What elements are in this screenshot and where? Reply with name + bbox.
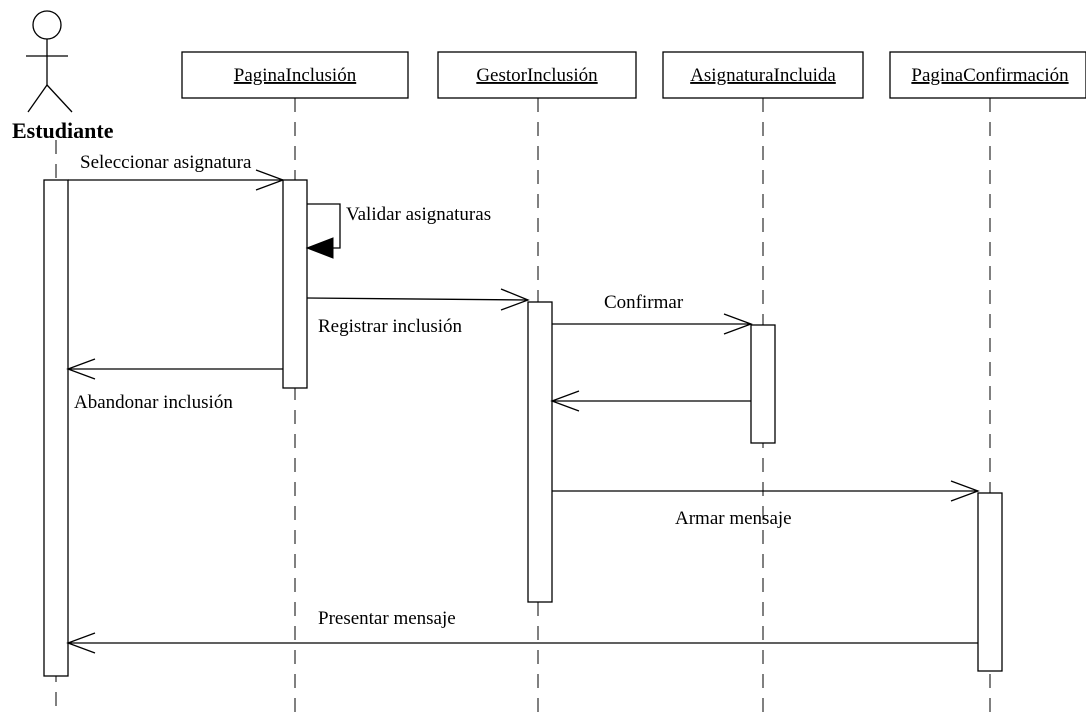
actor-figure-icon [26, 10, 73, 113]
object-box-pagina-confirmacion [889, 51, 1086, 99]
message-label-seleccionar: Seleccionar asignatura [80, 152, 252, 173]
message-label-confirmar: Confirmar [604, 292, 684, 313]
message-label-abandonar: Abandonar inclusión [74, 392, 233, 413]
activation-pagina-inclusion [282, 179, 308, 389]
message-confirmar-return [550, 390, 751, 412]
message-label-armar: Armar mensaje [675, 508, 792, 529]
object-box-gestor-inclusion [437, 51, 637, 99]
message-label-presentar: Presentar mensaje [318, 608, 456, 629]
activation-gestor-inclusion [527, 301, 553, 603]
activation-pagina-confirmacion [977, 492, 1003, 672]
message-registrar [306, 288, 530, 311]
object-label-pagina-inclusion: PaginaInclusión [234, 65, 357, 86]
object-label-pagina-confirmacion: PaginaConfirmación [911, 65, 1069, 86]
message-validar-self [305, 203, 341, 259]
message-presentar [66, 632, 978, 654]
object-box-asignatura-incluida [662, 51, 864, 99]
message-label-validar: Validar asignaturas [346, 204, 491, 225]
activation-estudiante [43, 179, 69, 677]
message-armar [552, 480, 980, 502]
message-confirmar [552, 313, 753, 335]
activation-asignatura-incluida [750, 324, 776, 444]
object-box-pagina-inclusion [181, 51, 409, 99]
object-label-asignatura-incluida: AsignaturaIncluida [690, 65, 836, 86]
filled-arrowhead-icon [305, 237, 334, 259]
message-label-registrar: Registrar inclusión [318, 316, 463, 337]
object-label-gestor-inclusion: GestorInclusión [476, 65, 598, 86]
actor-label: Estudiante [12, 118, 114, 143]
message-abandonar [66, 358, 283, 380]
message-seleccionar [68, 169, 285, 191]
